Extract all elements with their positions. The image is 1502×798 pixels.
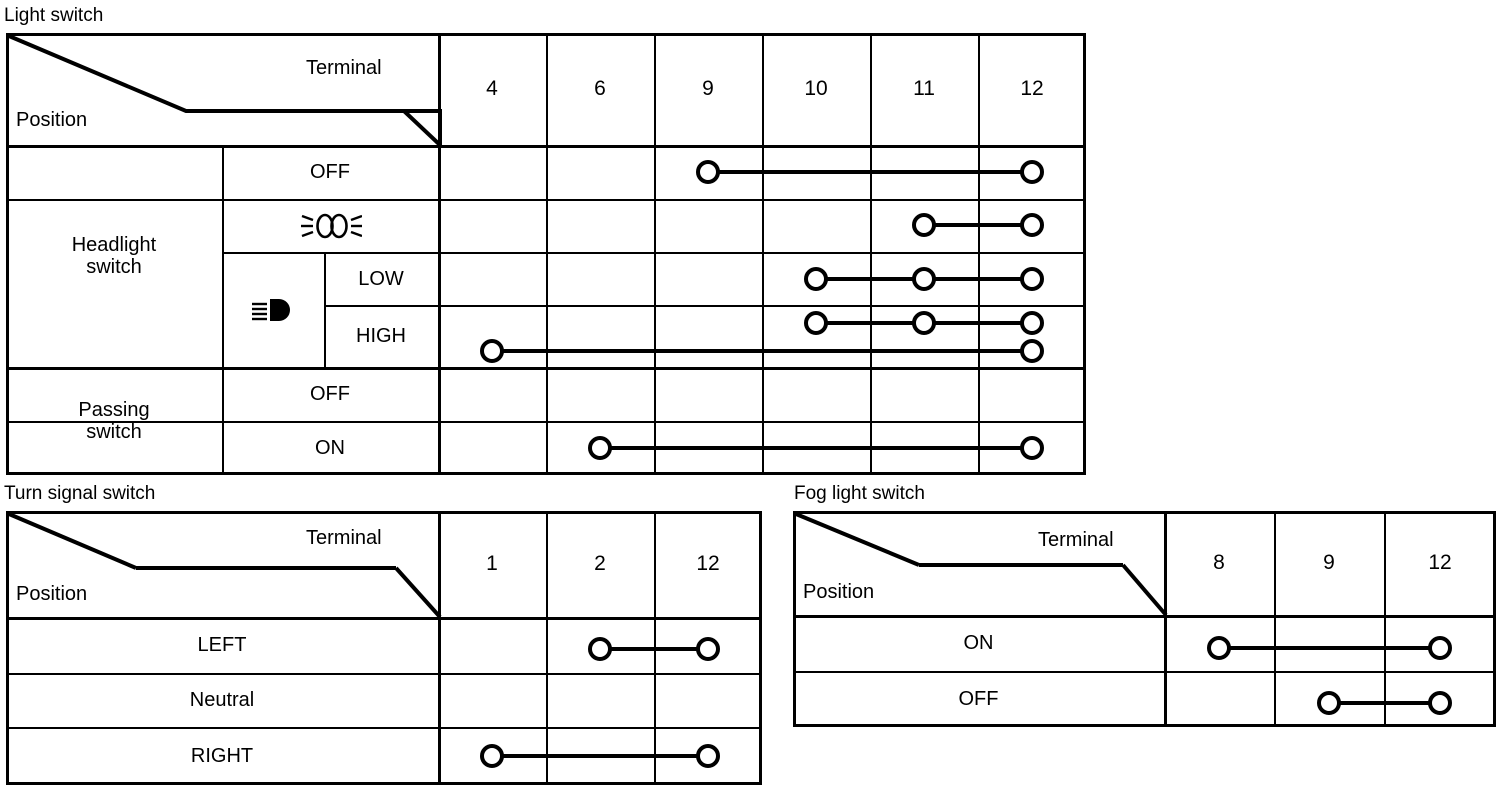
grid-line — [762, 33, 764, 475]
group-label-passing-switch: Passing switch — [78, 399, 150, 443]
headlight-icon — [222, 252, 324, 367]
terminal-header-11: 11 — [913, 77, 935, 100]
grid-line — [438, 33, 441, 475]
grid-line — [546, 33, 548, 475]
row-label-low-beam: LOW — [358, 267, 404, 290]
terminal-header-12: 12 — [696, 552, 720, 575]
position-label: Position — [16, 583, 88, 605]
light-switch-table: Terminal Position 4 6 9 10 11 12 Headlig… — [6, 33, 1086, 475]
turn-signal-switch-caption: Turn signal switch — [4, 483, 156, 504]
row-label-headlight-off: OFF — [310, 161, 350, 183]
terminal-header-2: 2 — [594, 552, 606, 575]
terminal-label: Terminal — [306, 57, 382, 79]
terminal-header-4: 4 — [486, 77, 498, 100]
row-label-left: LEFT — [197, 634, 247, 656]
row-label-high-beam: HIGH — [356, 325, 406, 347]
row-label-passing-off: OFF — [310, 383, 350, 405]
terminal-header-1: 1 — [486, 552, 498, 575]
grid-line — [1274, 511, 1276, 727]
terminal-header-12: 12 — [1428, 551, 1452, 574]
row-label-on: ON — [963, 632, 994, 654]
terminal-header-9: 9 — [1323, 551, 1335, 574]
position-label: Position — [16, 109, 88, 131]
terminal-header-6: 6 — [594, 77, 606, 100]
grid-line — [978, 33, 980, 475]
grid-line — [324, 252, 326, 367]
terminal-label: Terminal — [1038, 529, 1114, 551]
fog-light-switch-caption: Fog light switch — [794, 483, 925, 504]
terminal-header-12: 12 — [1020, 77, 1044, 100]
terminal-header-8: 8 — [1213, 551, 1225, 574]
grid-line — [222, 145, 224, 475]
grid-line — [6, 727, 762, 729]
turn-signal-switch-table: Terminal Position 1 2 12 LEFT Neutral RI… — [6, 511, 762, 785]
grid-line — [1164, 511, 1167, 727]
grid-line — [793, 615, 1496, 618]
grid-line — [654, 33, 656, 475]
fog-light-switch-table: Terminal Position 8 9 12 ON OFF — [793, 511, 1496, 727]
parking-light-icon — [222, 199, 438, 252]
light-switch-caption: Light switch — [4, 5, 104, 26]
row-label-right: RIGHT — [190, 745, 254, 767]
terminal-header-10: 10 — [804, 77, 828, 100]
grid-line — [324, 305, 1086, 307]
row-label-neutral: Neutral — [189, 689, 255, 711]
terminal-header-9: 9 — [702, 77, 714, 100]
row-label-passing-on: ON — [315, 437, 345, 459]
group-label-headlight-switch: Headlight switch — [71, 234, 157, 278]
grid-line — [870, 33, 872, 475]
row-label-off: OFF — [958, 688, 999, 710]
grid-line — [1384, 511, 1386, 727]
grid-line — [793, 671, 1496, 673]
terminal-label: Terminal — [306, 527, 382, 549]
position-label: Position — [803, 581, 875, 603]
grid-line — [546, 511, 548, 785]
grid-line — [6, 617, 762, 620]
grid-line — [438, 511, 441, 785]
grid-line — [6, 673, 762, 675]
